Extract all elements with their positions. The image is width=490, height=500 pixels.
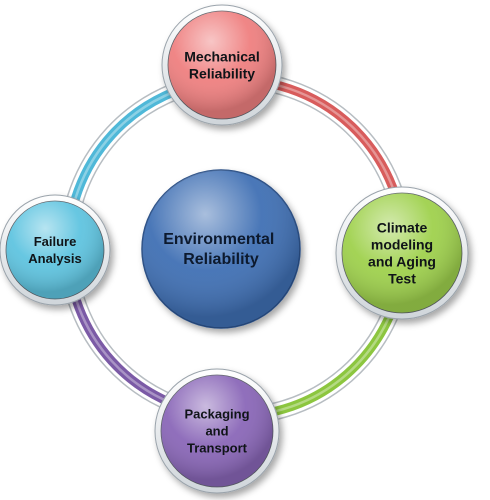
- node-gloss: [6, 201, 104, 299]
- center-node: Environmental Reliability: [141, 169, 301, 329]
- center-label-line: Reliability: [183, 251, 259, 268]
- node-label-line: Analysis: [28, 251, 81, 266]
- node-label-line: Mechanical: [184, 48, 259, 64]
- node-label-line: Climate: [377, 219, 428, 235]
- center-label-line: Environmental: [163, 231, 274, 248]
- node-label-line: modeling: [371, 236, 433, 252]
- node-label-line: Reliability: [189, 65, 255, 81]
- node-label-line: and Aging: [368, 253, 436, 269]
- node-label-line: and: [205, 424, 228, 439]
- node-gloss: [342, 193, 462, 313]
- node-gloss: [161, 375, 273, 487]
- node-label-line: Failure: [34, 234, 77, 249]
- node-label-line: Packaging: [184, 407, 249, 422]
- center-circle-gloss: [142, 170, 300, 328]
- node-gloss: [168, 11, 276, 119]
- node-label-line: Test: [388, 270, 416, 286]
- node-label-line: Transport: [187, 441, 248, 456]
- center-label: Environmental Reliability: [163, 231, 279, 268]
